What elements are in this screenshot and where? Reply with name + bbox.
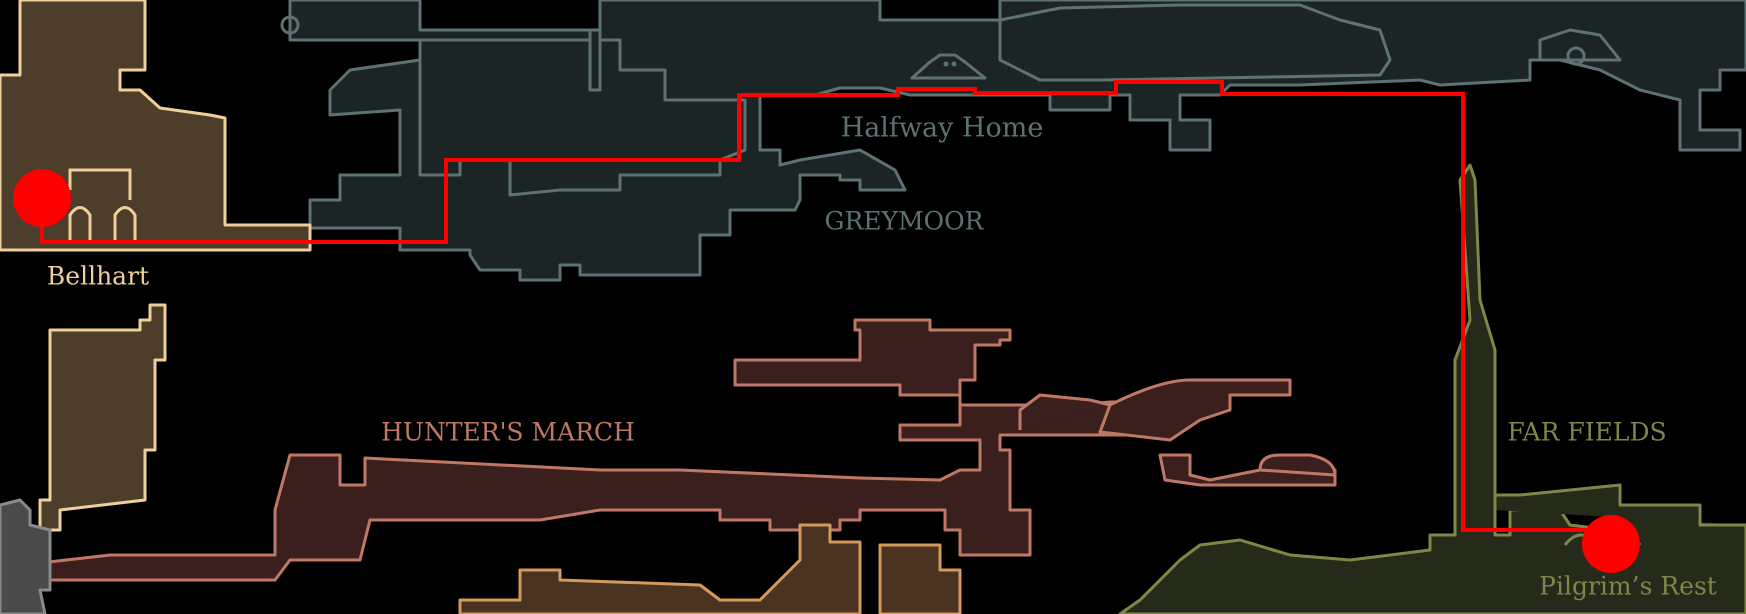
western-region	[0, 498, 52, 614]
route-path	[40, 80, 1610, 532]
greymoor-region	[280, 0, 1746, 282]
start-pin-bellhart[interactable]	[13, 169, 71, 227]
end-pin-pilgrims-rest[interactable]	[1582, 515, 1640, 573]
bellhart-region	[0, 0, 312, 532]
label-far-fields: FAR FIELDS	[1507, 417, 1667, 447]
far-fields-region	[1118, 163, 1746, 614]
label-hunters-march: HUNTER'S MARCH	[381, 417, 635, 447]
hunters-march-region	[38, 318, 1337, 582]
lower-region	[458, 523, 962, 614]
label-halfway-home: Halfway Home	[840, 112, 1044, 144]
label-greymoor: GREYMOOR	[824, 206, 984, 236]
label-bellhart: Bellhart	[46, 261, 150, 291]
label-pilgrims-rest: Pilgrim’s Rest	[1539, 571, 1717, 601]
